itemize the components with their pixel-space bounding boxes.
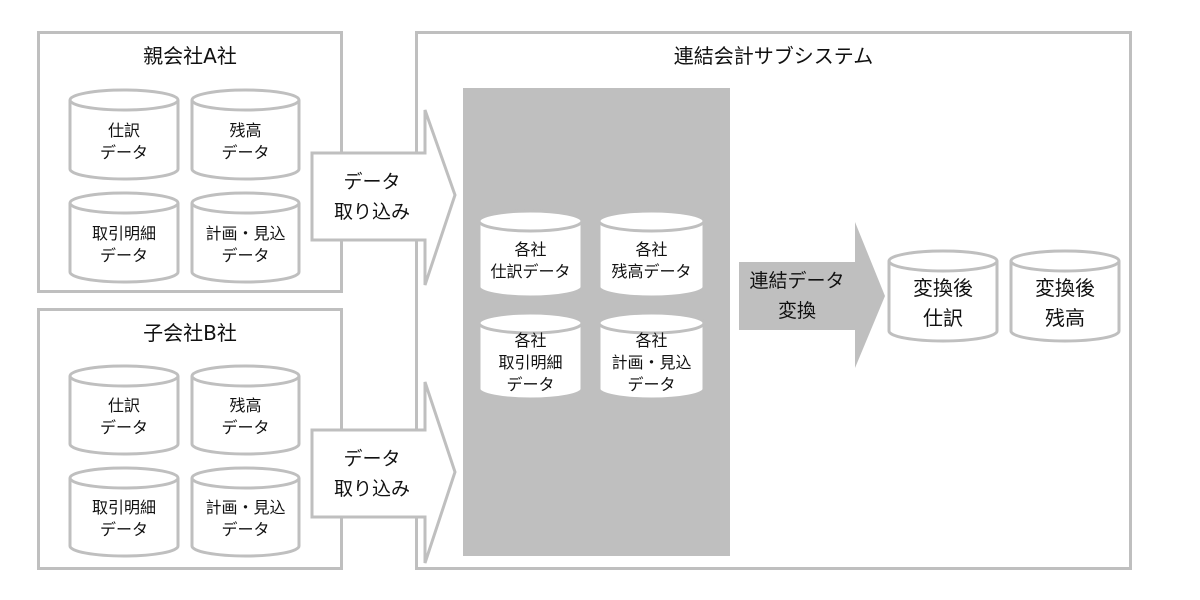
cylinder-icon xyxy=(597,209,706,299)
parent-journal-db: 仕訳データ xyxy=(68,88,180,181)
cylinder-label-line: データ xyxy=(99,520,148,539)
convert-arrow: 連結データ変換 xyxy=(739,222,887,370)
cylinder-label-line: 取引明細 xyxy=(498,353,563,372)
arrow-right-icon xyxy=(739,222,885,368)
cylinder-label-line: 各社 xyxy=(635,240,668,259)
cylinder-label-line: 仕訳 xyxy=(107,120,140,140)
import-arrow-child: データ取り込み xyxy=(310,378,460,568)
arrow-right-icon xyxy=(310,381,457,564)
cylinder-icon xyxy=(1009,249,1121,343)
cylinder-label-line: 各社 xyxy=(514,240,547,259)
cylinder-icon xyxy=(477,311,584,401)
child-journal-db: 仕訳データ xyxy=(68,364,180,456)
cylinder-label-line: 仕訳 xyxy=(107,396,140,415)
child-company-title: 子会社B社 xyxy=(143,321,237,345)
cylinder-label-line: 残高データ xyxy=(611,262,692,281)
cylinder-label-line: データ xyxy=(627,375,676,394)
cylinder-icon xyxy=(190,191,301,284)
import-arrow-parent: データ取り込み xyxy=(310,106,460,290)
staging-journal-db: 各社仕訳データ xyxy=(477,209,584,299)
cylinder-label-line: 計画・見込 xyxy=(205,223,286,243)
cylinder-label-line: データ xyxy=(99,245,148,265)
cylinder-icon xyxy=(190,364,301,456)
cylinder-label-line: 取引明細 xyxy=(91,498,156,517)
converted-balance-db: 変換後残高 xyxy=(1009,249,1121,343)
import-label-line2: 取り込み xyxy=(333,477,410,500)
convert-label-line2: 変換 xyxy=(777,300,816,322)
parent-company-title: 親会社A社 xyxy=(143,44,237,68)
arrow-right-icon xyxy=(310,109,457,286)
staging-transaction-db: 各社取引明細データ xyxy=(477,311,584,401)
staging-balance-db: 各社残高データ xyxy=(597,209,706,299)
cylinder-label-line: データ xyxy=(99,142,148,162)
cylinder-label-line: データ xyxy=(221,142,270,162)
cylinder-label-line: 計画・見込 xyxy=(611,353,692,372)
cylinder-label-line: 仕訳データ xyxy=(490,262,571,281)
cylinder-icon xyxy=(68,364,180,456)
cylinder-label-line: データ xyxy=(221,520,270,539)
subsystem-title: 連結会計サブシステム xyxy=(673,44,874,68)
cylinder-label-line: 残高 xyxy=(229,120,262,140)
cylinder-label-line: データ xyxy=(506,375,555,394)
cylinder-label-line: 残高 xyxy=(1045,306,1085,330)
cylinder-label-line: 変換後 xyxy=(913,276,973,300)
import-label-line1: データ xyxy=(343,170,401,193)
cylinder-label-line: 取引明細 xyxy=(91,223,156,243)
cylinder-label-line: 各社 xyxy=(514,331,547,350)
cylinder-icon xyxy=(887,249,999,343)
parent-plan-db: 計画・見込データ xyxy=(190,191,301,284)
cylinder-icon xyxy=(190,88,301,181)
parent-balance-db: 残高データ xyxy=(190,88,301,181)
staging-plan-db: 各社計画・見込データ xyxy=(597,311,706,401)
cylinder-label-line: 変換後 xyxy=(1035,276,1095,300)
cylinder-label-line: 各社 xyxy=(635,331,668,350)
parent-transaction-db: 取引明細データ xyxy=(68,191,180,284)
cylinder-icon xyxy=(68,88,180,181)
cylinder-icon xyxy=(597,311,706,401)
cylinder-label-line: データ xyxy=(221,418,270,437)
cylinder-label-line: 残高 xyxy=(229,396,262,415)
import-label-line2: 取り込み xyxy=(333,200,410,223)
cylinder-icon xyxy=(68,466,180,558)
cylinder-icon xyxy=(190,466,301,558)
import-label-line1: データ xyxy=(343,447,401,470)
cylinder-label-line: データ xyxy=(221,245,270,265)
child-plan-db: 計画・見込データ xyxy=(190,466,301,558)
cylinder-label-line: 仕訳 xyxy=(923,306,963,330)
child-transaction-db: 取引明細データ xyxy=(68,466,180,558)
convert-label-line1: 連結データ xyxy=(749,270,845,292)
cylinder-label-line: データ xyxy=(99,418,148,437)
cylinder-label-line: 計画・見込 xyxy=(205,498,286,517)
child-balance-db: 残高データ xyxy=(190,364,301,456)
converted-journal-db: 変換後仕訳 xyxy=(887,249,999,343)
cylinder-icon xyxy=(477,209,584,299)
cylinder-icon xyxy=(68,191,180,284)
